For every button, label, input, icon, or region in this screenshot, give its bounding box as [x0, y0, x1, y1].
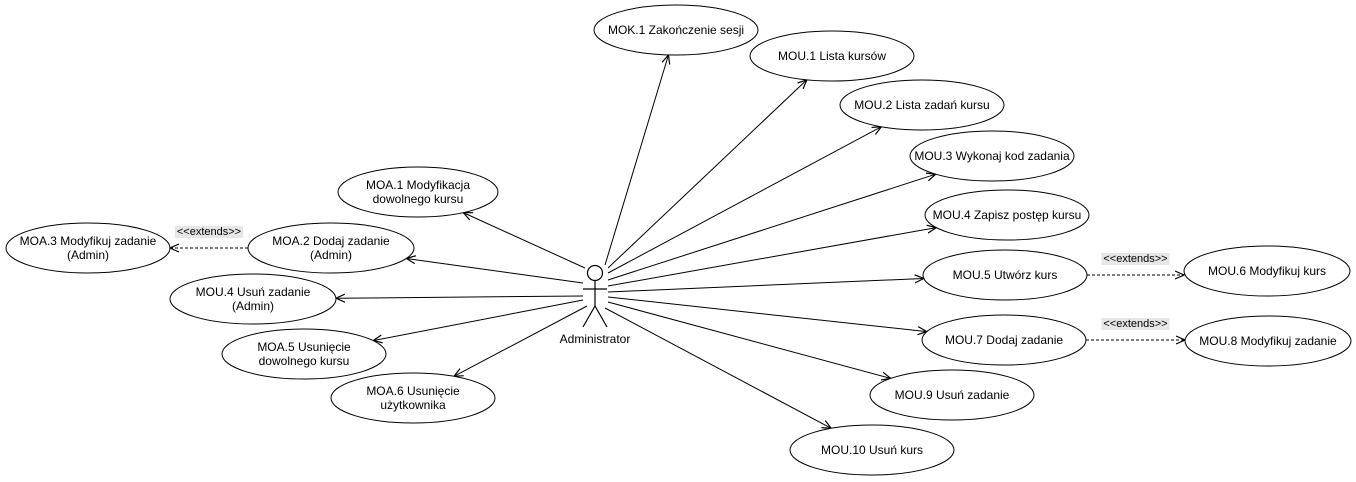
use-case-mou10[interactable]: MOU.10 Usuń kurs	[789, 424, 955, 476]
actor-head	[586, 264, 604, 282]
use-case-label: MOA.5 Usunięcie	[257, 340, 351, 354]
association-mou4a	[336, 296, 584, 298]
use-case-label: MOA.3 Modyfikuj zadanie	[20, 234, 157, 248]
use-case-label: (Admin)	[67, 248, 109, 262]
use-case-mou1[interactable]: MOU.1 Lista kursów	[749, 30, 915, 82]
extends-label-mou5_mou6: <<extends>>	[1103, 253, 1167, 265]
association-moa1	[463, 213, 586, 269]
extends-label-bg-mou7_mou8	[1101, 318, 1170, 330]
use-case-mou5[interactable]: MOU.5 Utwórz kurs	[922, 249, 1088, 301]
use-case-mou6[interactable]: MOU.6 Modyfikuj kurs	[1183, 245, 1351, 297]
use-case-mok1[interactable]: MOK.1 Zakończenie sesji	[593, 4, 759, 56]
use-case-label: MOA.6 Usunięcie	[366, 384, 460, 398]
association-mou10	[604, 307, 831, 428]
use-case-label: MOU.5 Utwórz kurs	[953, 268, 1058, 282]
use-case-label: MOA.2 Dodaj zadanie	[272, 234, 390, 248]
use-case-label: (Admin)	[232, 299, 274, 313]
use-case-label: dowolnego kursu	[373, 192, 464, 206]
association-moa6	[454, 305, 588, 376]
actor-left-leg	[582, 305, 596, 328]
use-case-mou8[interactable]: MOU.8 Modyfikuj zadanie	[1184, 315, 1352, 367]
use-case-ellipse	[1183, 245, 1351, 297]
use-case-mou4a[interactable]: MOU.4 Usuń zadanie(Admin)	[169, 273, 337, 325]
use-case-label: MOU.3 Wykonaj kod zadania	[914, 149, 1070, 163]
actor-administrator[interactable]: Administrator	[560, 264, 631, 347]
use-case-ellipse	[1184, 315, 1352, 367]
use-case-ellipse	[247, 222, 415, 274]
use-case-ellipse	[5, 222, 171, 274]
use-case-ellipse	[330, 372, 496, 424]
use-case-ellipse	[789, 424, 955, 476]
association-lines	[336, 55, 936, 428]
association-moa2	[406, 258, 584, 284]
use-case-mou4[interactable]: MOU.4 Zapisz postęp kursu	[924, 189, 1090, 241]
association-mok1	[604, 55, 668, 266]
use-case-label: MOU.10 Usuń kurs	[821, 443, 923, 457]
use-case-ellipse	[839, 79, 1005, 131]
association-mou7	[607, 296, 927, 332]
use-case-label: MOU.8 Modyfikuj zadanie	[1199, 334, 1337, 348]
use-case-label: MOU.1 Lista kursów	[778, 49, 886, 63]
extends-relations: <<extends>> <<extends>> <<extends>>	[170, 226, 1185, 340]
association-moa5	[373, 299, 584, 341]
use-case-ellipse	[909, 130, 1075, 182]
use-case-moa2[interactable]: MOA.2 Dodaj zadanie(Admin)	[247, 222, 415, 274]
use-case-ellipse	[749, 30, 915, 82]
use-case-label: MOU.7 Dodaj zadanie	[945, 333, 1063, 347]
use-case-label: dowolnego kursu	[259, 354, 350, 368]
use-case-label: MOA.1 Modyfikacja	[366, 178, 470, 192]
use-case-label: MOK.1 Zakończenie sesji	[608, 23, 744, 37]
use-case-ellipse	[593, 4, 759, 56]
use-case-label: użytkownika	[380, 398, 446, 412]
use-case-mou3[interactable]: MOU.3 Wykonaj kod zadania	[909, 130, 1075, 182]
use-case-label: MOU.6 Modyfikuj kurs	[1208, 264, 1326, 278]
use-case-ellipse	[221, 328, 387, 380]
extends-label-moa2_moa3: <<extends>>	[177, 226, 241, 238]
use-case-ellipse	[921, 314, 1087, 366]
association-mou5	[607, 278, 924, 293]
use-case-ellipse	[869, 369, 1035, 421]
use-case-ellipse	[337, 166, 499, 218]
extends-label-bg-moa2_moa3	[174, 226, 244, 238]
use-case-label: MOU.9 Usuń zadanie	[895, 388, 1010, 402]
use-case-mou2[interactable]: MOU.2 Lista zadań kursu	[839, 79, 1005, 131]
use-case-moa3[interactable]: MOA.3 Modyfikuj zadanie(Admin)	[5, 222, 171, 274]
association-mou2	[607, 127, 881, 274]
extends-label-mou7_mou8: <<extends>>	[1103, 318, 1167, 330]
actor-name: Administrator	[560, 332, 631, 346]
use-case-label: MOU.4 Zapisz postęp kursu	[933, 208, 1082, 222]
use-case-mou9[interactable]: MOU.9 Usuń zadanie	[869, 369, 1035, 421]
association-mou1	[607, 80, 807, 269]
association-mou4	[607, 228, 936, 287]
association-mou3	[607, 174, 936, 281]
extends-label-bg-mou5_mou6	[1101, 253, 1170, 265]
use-case-label: (Admin)	[310, 248, 352, 262]
use-case-label: MOU.4 Usuń zadanie	[196, 285, 311, 299]
use-case-label: MOU.2 Lista zadań kursu	[854, 98, 989, 112]
actor-right-leg	[594, 305, 608, 328]
use-case-mou7[interactable]: MOU.7 Dodaj zadanie	[921, 314, 1087, 366]
use-case-ellipse	[169, 273, 337, 325]
use-case-ellipse	[922, 249, 1088, 301]
association-mou9	[607, 301, 891, 378]
use-case-ellipse	[924, 189, 1090, 241]
